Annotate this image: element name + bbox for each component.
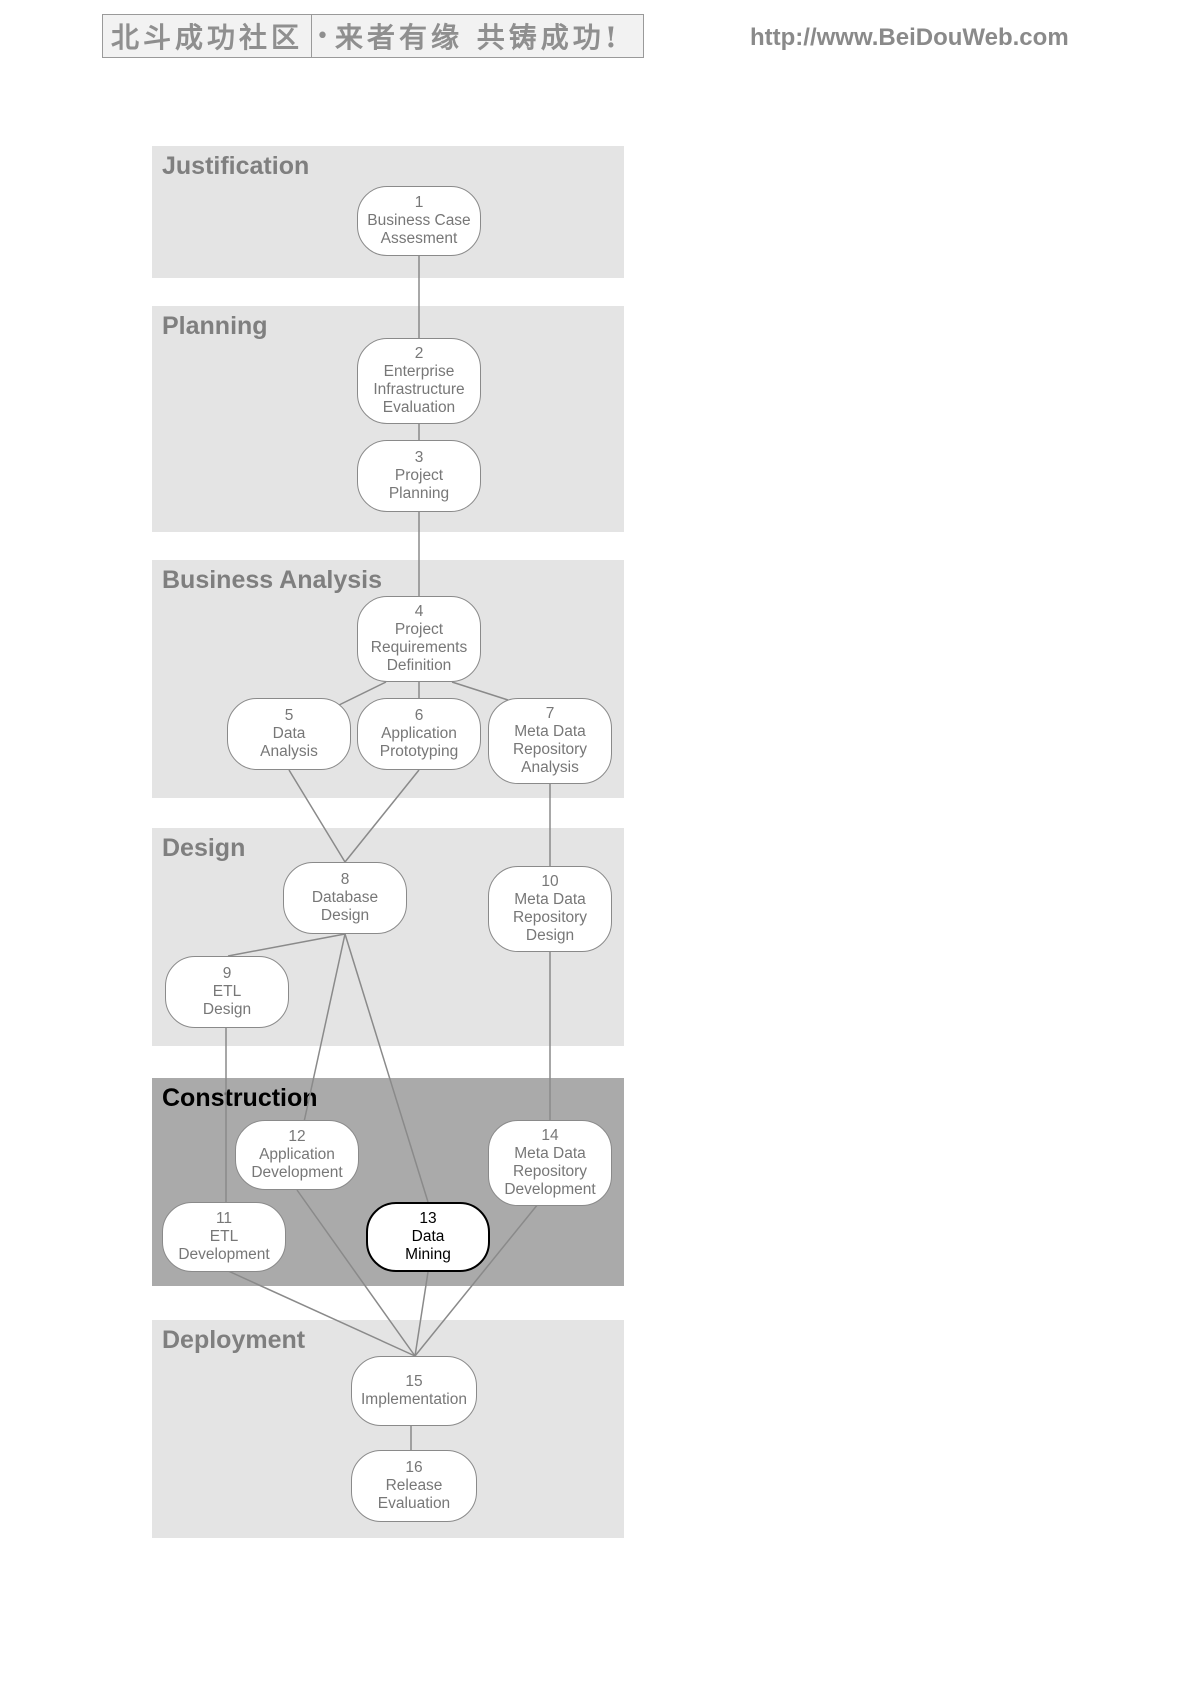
step-label-line: Prototyping <box>379 743 459 760</box>
banner-left-text: 北斗成功社区 <box>111 21 304 54</box>
step-3-project-planning: 3 Project Planning <box>357 440 481 512</box>
step-number: 4 <box>414 603 424 620</box>
edge-6-8 <box>344 769 420 863</box>
step-number: 15 <box>405 1373 423 1390</box>
step-1-business-case-assessment: 1 Business Case Assesment <box>357 186 481 256</box>
step-5-data-analysis: 5 Data Analysis <box>227 698 351 770</box>
step-11-etl-development: 11 ETL Development <box>162 1202 286 1272</box>
step-label-line: Meta Data <box>514 723 586 740</box>
step-10-meta-data-repository-design: 10 Meta Data Repository Design <box>488 866 612 952</box>
step-number: 10 <box>541 873 559 890</box>
phase-title: Justification <box>162 152 310 180</box>
step-8-database-design: 8 Database Design <box>283 862 407 934</box>
step-label-line: Development <box>251 1164 343 1181</box>
step-label-line: Repository <box>512 909 588 926</box>
step-label-line: Application <box>259 1146 335 1163</box>
banner-right-text: 来者有缘 共铸成功! <box>335 21 622 54</box>
edge-8-12 <box>303 933 346 1123</box>
step-label-line: Data <box>411 1228 445 1245</box>
step-16-release-evaluation: 16 Release Evaluation <box>351 1450 477 1522</box>
step-label-line: ETL <box>212 983 242 1000</box>
edge-8-13 <box>344 933 429 1203</box>
step-label-line: Development <box>504 1181 596 1198</box>
step-number: 2 <box>414 345 424 362</box>
step-label-line: Design <box>202 1001 252 1018</box>
step-number: 3 <box>414 449 424 466</box>
step-label-line: Repository <box>512 741 588 758</box>
edge-14-15 <box>414 1203 539 1357</box>
step-13-data-mining: 13 Data Mining <box>366 1202 490 1272</box>
step-label-line: Project <box>394 467 444 484</box>
step-number: 1 <box>414 194 424 211</box>
step-label-line: Enterprise <box>383 363 455 380</box>
edge-13-15 <box>414 1271 429 1357</box>
site-banner: 北斗成功社区 • 来者有缘 共铸成功! <box>102 14 644 58</box>
step-number: 5 <box>284 707 294 724</box>
step-label-line: Design <box>525 927 575 944</box>
phase-title: Construction <box>162 1084 318 1112</box>
step-label-line: Definition <box>386 657 452 674</box>
step-label-line: Planning <box>388 485 450 502</box>
step-number: 8 <box>340 871 350 888</box>
site-url: http://www.BeiDouWeb.com <box>750 24 1069 51</box>
step-14-meta-data-repository-development: 14 Meta Data Repository Development <box>488 1120 612 1206</box>
step-label-line: Application <box>381 725 457 742</box>
step-label-line: Analysis <box>260 743 318 760</box>
step-label-line: ETL <box>209 1228 239 1245</box>
step-12-application-development: 12 Application Development <box>235 1120 359 1190</box>
step-4-project-requirements-definition: 4 Project Requirements Definition <box>357 596 481 682</box>
edge-5-8 <box>288 769 346 863</box>
step-label-line: Evaluation <box>382 399 456 416</box>
step-label-line: Release <box>385 1477 443 1494</box>
phase-title: Design <box>162 834 246 862</box>
step-2-enterprise-infrastructure-evaluation: 2 Enterprise Infrastructure Evaluation <box>357 338 481 424</box>
step-label-line: Assesment <box>380 230 458 247</box>
step-label-line: Meta Data <box>514 891 586 908</box>
step-label-line: Meta Data <box>514 1145 586 1162</box>
edge-4-5 <box>336 681 387 707</box>
step-label-line: Business Case <box>367 212 471 229</box>
step-number: 7 <box>545 705 555 722</box>
step-label-line: Data <box>272 725 306 742</box>
edge-11-15 <box>225 1269 416 1357</box>
step-7-meta-data-repository-analysis: 7 Meta Data Repository Analysis <box>488 698 612 784</box>
step-number: 11 <box>215 1210 233 1227</box>
step-label-line: Repository <box>512 1163 588 1180</box>
bullet-icon: • <box>316 23 329 49</box>
phase-title: Deployment <box>162 1326 306 1354</box>
step-label-line: Design <box>320 907 370 924</box>
step-number: 16 <box>405 1459 423 1476</box>
step-number: 6 <box>414 707 424 724</box>
edge-12-15 <box>296 1189 416 1357</box>
step-label-line: Development <box>178 1246 270 1263</box>
edge-4-7 <box>451 681 509 701</box>
step-label-line: Infrastructure <box>373 381 465 398</box>
step-6-application-prototyping: 6 Application Prototyping <box>357 698 481 770</box>
step-number: 12 <box>288 1128 306 1145</box>
step-9-etl-design: 9 ETL Design <box>165 956 289 1028</box>
step-number: 14 <box>541 1127 559 1144</box>
edge-8-9 <box>227 933 346 957</box>
step-label-line: Project <box>394 621 444 638</box>
step-number: 9 <box>222 965 232 982</box>
step-label-line: Evaluation <box>377 1495 451 1512</box>
step-label-line: Analysis <box>521 759 579 776</box>
banner-divider <box>311 14 313 58</box>
phase-title: Business Analysis <box>162 566 383 594</box>
step-number: 13 <box>419 1210 437 1227</box>
step-label-line: Database <box>311 889 379 906</box>
step-label-line: Requirements <box>370 639 468 656</box>
step-label-line: Mining <box>405 1246 451 1263</box>
step-15-implementation: 15 Implementation <box>351 1356 477 1426</box>
phase-title: Planning <box>162 312 268 340</box>
step-label-line: Implementation <box>361 1391 467 1408</box>
